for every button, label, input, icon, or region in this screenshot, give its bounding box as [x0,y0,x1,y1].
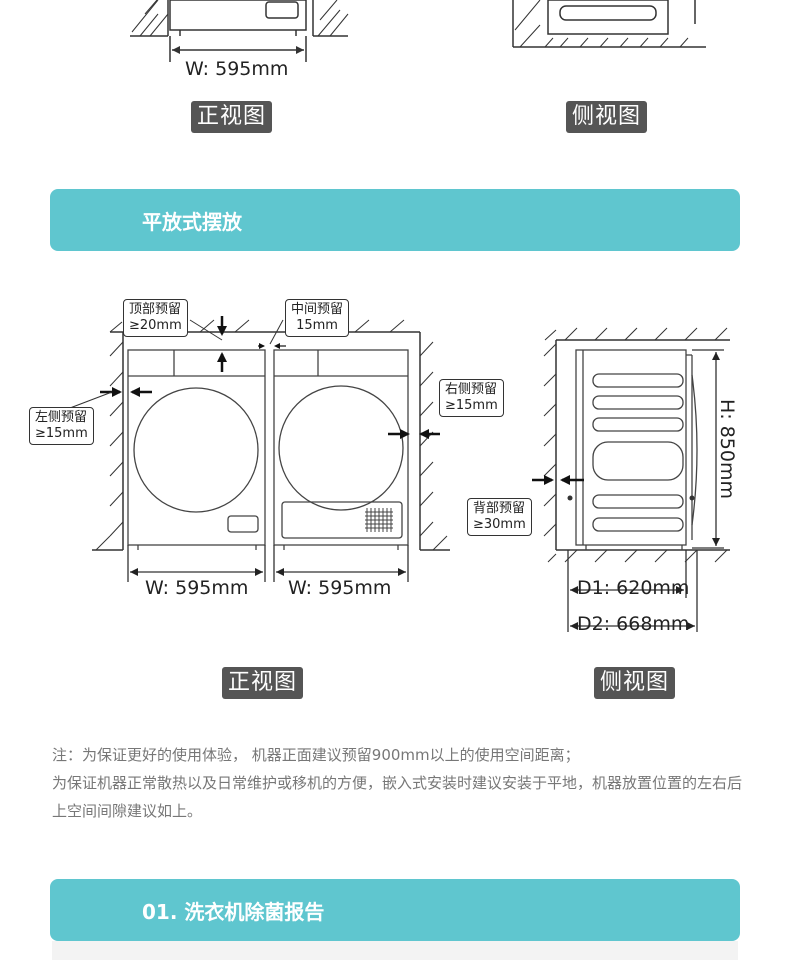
top-side-view-label: 侧视图 [566,101,648,133]
depth2-label: D2: 668mm [577,613,690,635]
installation-note: 注：为保证更好的使用体验， 机器正面建议预留900mm以上的使用空间距离； 为保… [52,741,752,825]
note-line-2: 为保证机器正常散热以及日常维护或移机的方便，嵌入式安装时建议安装于平地，机器放置… [52,774,743,820]
top-clearance-title: 顶部预留 [129,302,182,317]
left-clearance-value: ≥15mm [35,426,88,441]
back-clearance-callout: 背部预留 ≥30mm [467,498,532,536]
right-clearance-callout: 右侧预留 ≥15mm [439,379,504,417]
top-width-label: W: 595mm [185,58,289,80]
right-clearance-value: ≥15mm [445,398,498,413]
height-label: H: 850mm [716,398,739,500]
section-title: 01. 洗衣机除菌报告 [142,900,325,924]
width-label-right: W: 595mm [288,577,392,599]
section-title: 平放式摆放 [142,210,242,234]
top-clearance-callout: 顶部预留 ≥20mm [123,299,188,337]
side-view-label: 侧视图 [594,667,676,699]
front-view-label: 正视图 [222,667,304,699]
middle-clearance-value: 15mm [296,318,338,333]
top-partial-diagram [130,0,706,62]
top-clearance-value: ≥20mm [129,318,182,333]
top-front-view-label: 正视图 [191,101,273,133]
installation-diagram [69,316,730,632]
note-line-1: 注：为保证更好的使用体验， 机器正面建议预留900mm以上的使用空间距离； [52,746,580,764]
left-clearance-title: 左侧预留 [35,410,88,425]
back-clearance-value: ≥30mm [473,517,526,532]
middle-clearance-title: 中间预留 [291,302,344,317]
depth1-label: D1: 620mm [577,577,690,599]
right-clearance-title: 右侧预留 [445,382,498,397]
section-banner-flat-placement: 平放式摆放 [50,189,740,251]
width-label-left: W: 595mm [145,577,249,599]
report-panel [52,941,738,960]
left-clearance-callout: 左侧预留 ≥15mm [29,407,94,445]
section-banner-sterilization-report: 01. 洗衣机除菌报告 [50,879,740,941]
back-clearance-title: 背部预留 [473,501,526,516]
middle-clearance-callout: 中间预留 15mm [285,299,350,337]
